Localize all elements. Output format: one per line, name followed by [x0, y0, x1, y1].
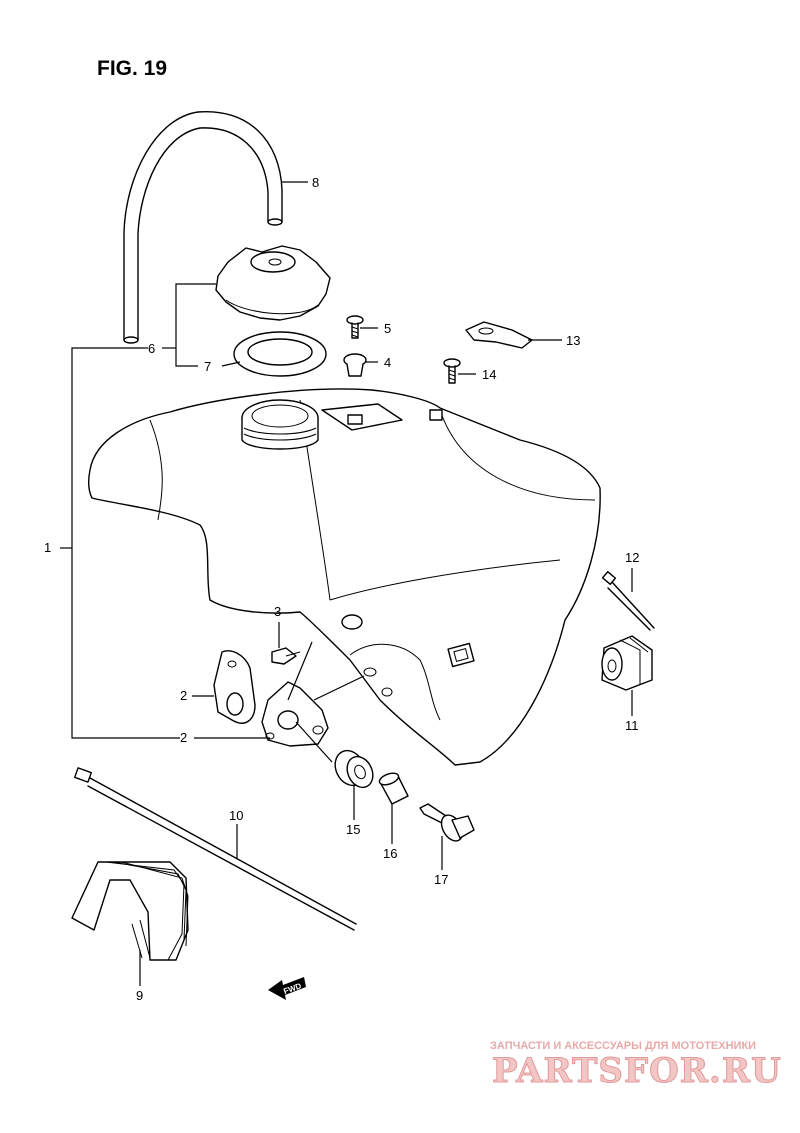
callout-5: 5 — [384, 321, 391, 336]
tank-bracket-lower — [261, 681, 329, 747]
breather-hose — [123, 111, 283, 344]
callout-15: 15 — [346, 822, 360, 837]
callout-11: 11 — [625, 718, 639, 733]
bracket-13 — [465, 321, 533, 349]
leader-lines — [60, 181, 633, 986]
cap-gasket — [233, 331, 327, 377]
callout-2-lower: 2 — [180, 730, 187, 745]
figure-title: FIG. 19 — [97, 57, 167, 80]
callout-4: 4 — [384, 355, 391, 370]
callout-3: 3 — [274, 604, 281, 619]
cable-tie-12 — [601, 571, 655, 631]
callout-6: 6 — [148, 341, 155, 356]
callout-8: 8 — [312, 175, 319, 190]
screw-5 — [346, 315, 364, 339]
fwd-arrow-icon: FWD — [268, 977, 306, 1000]
screw-14 — [443, 358, 461, 384]
cushion-11 — [601, 635, 653, 691]
fuel-cap — [215, 245, 331, 321]
watermark: ЗАПЧАСТИ И АКСЕССУАРЫ ДЛЯ МОТОТЕХНИКИ PA… — [490, 1040, 782, 1092]
callout-13: 13 — [566, 333, 580, 348]
watermark-tagline: ЗАПЧАСТИ И АКСЕССУАРЫ ДЛЯ МОТОТЕХНИКИ — [490, 1040, 756, 1052]
fuel-tank — [87, 388, 601, 766]
watermark-logo: PARTSFOR.RU — [492, 1051, 782, 1091]
washer-4 — [343, 353, 367, 377]
callout-10: 10 — [229, 808, 243, 823]
protector-9 — [71, 861, 189, 961]
callout-9: 9 — [136, 988, 143, 1003]
callout-2-upper: 2 — [180, 688, 187, 703]
bolt-3 — [271, 647, 301, 665]
callout-14: 14 — [482, 367, 496, 382]
grommet-15 — [334, 749, 374, 789]
fwd-label: FWD — [282, 981, 302, 996]
callout-17: 17 — [434, 872, 448, 887]
callout-1: 1 — [44, 540, 51, 555]
cable-tie-10 — [74, 767, 357, 931]
bolt-16 — [419, 803, 475, 842]
callout-7: 7 — [204, 359, 211, 374]
callout-12: 12 — [625, 550, 639, 565]
callout-labels: 1 2 2 3 4 5 6 7 8 9 10 11 12 13 14 15 16… — [44, 175, 639, 1003]
callout-16: 16 — [383, 846, 397, 861]
tank-bracket-upper — [213, 650, 256, 724]
collar-17 — [378, 772, 409, 805]
